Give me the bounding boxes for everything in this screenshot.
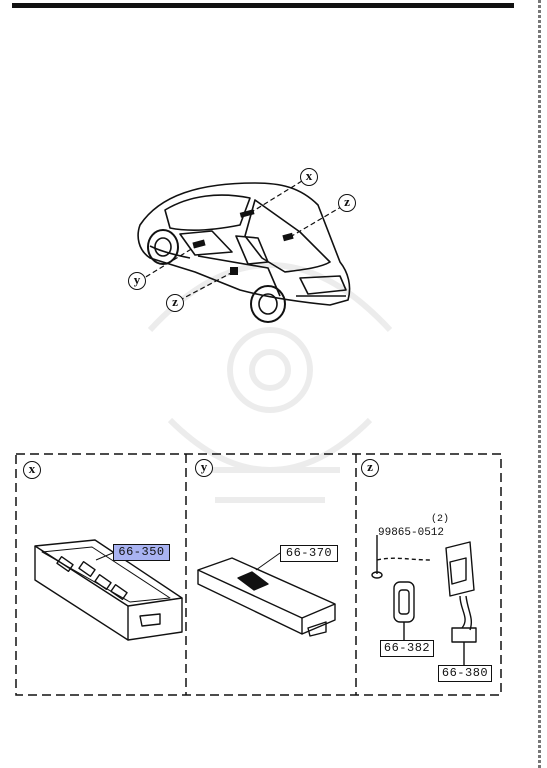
panel-x-letter: x xyxy=(23,461,41,479)
x-leader xyxy=(95,551,116,561)
master-switch-illustration xyxy=(34,539,183,641)
callout-y: y xyxy=(128,272,146,290)
part-label-66-382[interactable]: 66-382 xyxy=(380,640,434,657)
rear-switch-illustration xyxy=(371,535,477,665)
bolt-quantity: (2) xyxy=(431,514,450,525)
part-label-66-350[interactable]: 66-350 xyxy=(113,544,170,561)
callout-z-upper: z xyxy=(338,194,356,212)
single-switch-illustration xyxy=(197,557,336,637)
panel-frame xyxy=(15,453,502,696)
callout-leaders xyxy=(143,180,342,301)
top-border-bar xyxy=(12,3,514,8)
bolt-part-number[interactable]: 99865-0512 xyxy=(378,527,445,539)
panel-z-letter: z xyxy=(361,459,379,477)
part-label-66-380[interactable]: 66-380 xyxy=(438,665,492,682)
watermark xyxy=(147,262,393,503)
callout-z-lower: z xyxy=(166,294,184,312)
page-edge xyxy=(538,0,541,768)
part-label-66-370[interactable]: 66-370 xyxy=(280,545,338,562)
callout-x: x xyxy=(300,168,318,186)
panel-y-letter: y xyxy=(195,459,213,477)
y-leader xyxy=(255,552,281,571)
